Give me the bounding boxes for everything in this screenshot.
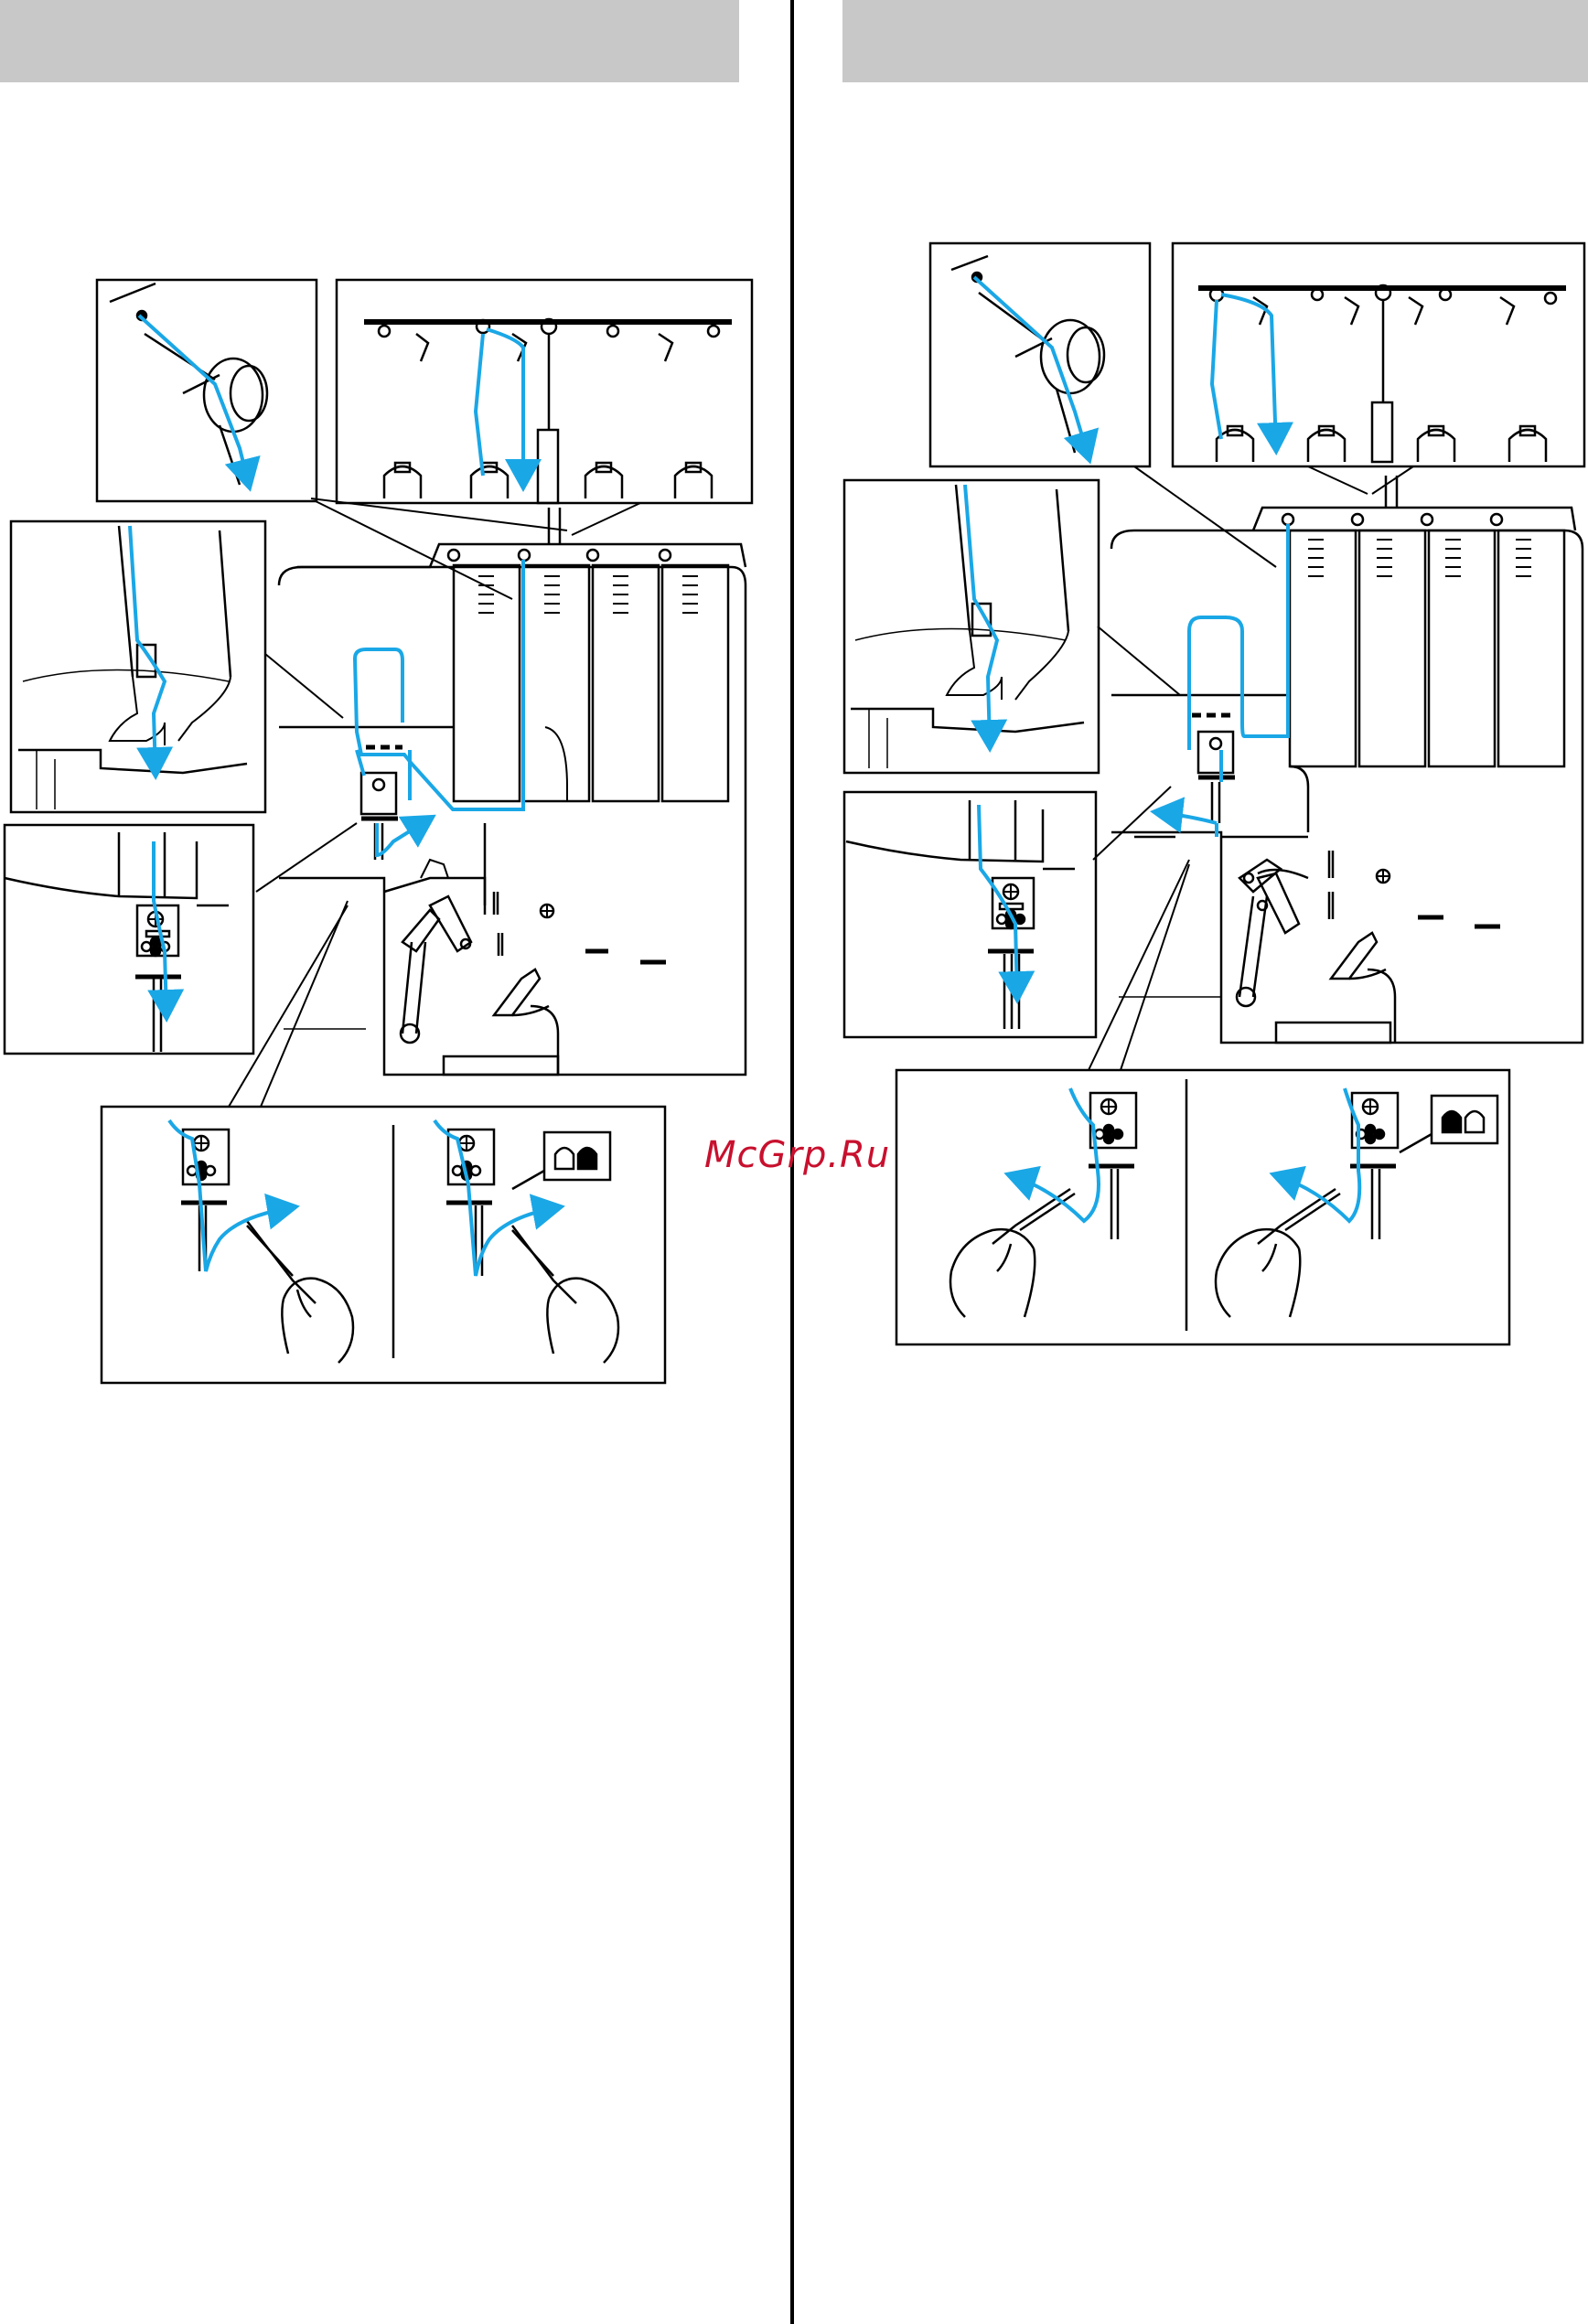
cone-spools bbox=[384, 463, 712, 498]
right-tweezers-inset bbox=[896, 1070, 1509, 1344]
watermark-logo: McGrp.Ru bbox=[704, 1134, 890, 1176]
tension-dial-inset bbox=[97, 280, 317, 501]
left-tweezers-inset bbox=[102, 1107, 665, 1383]
right-thread-guide-inset bbox=[1173, 243, 1584, 466]
right-tension-dial-inset bbox=[930, 243, 1150, 466]
thread-guide-inset bbox=[337, 280, 752, 503]
right-serger-body bbox=[1111, 476, 1583, 1043]
right-illustration bbox=[844, 243, 1584, 1344]
needle-detail-inset bbox=[5, 825, 253, 1054]
right-needle-detail-inset bbox=[844, 792, 1096, 1037]
looper-detail-inset bbox=[11, 521, 265, 812]
left-thread-path bbox=[355, 560, 523, 855]
right-thread-path bbox=[1157, 524, 1288, 837]
right-looper-detail-inset bbox=[844, 480, 1099, 773]
left-illustration bbox=[5, 280, 988, 1383]
serger-body bbox=[279, 498, 988, 1075]
